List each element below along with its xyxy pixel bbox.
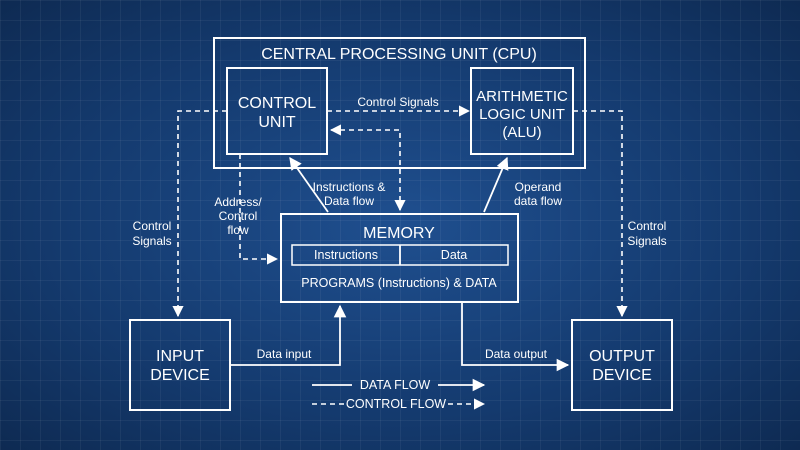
input-device-label-1: INPUT (156, 348, 204, 365)
data-input-arrow (230, 304, 347, 366)
control-signals-top-label: Control Signals (357, 95, 438, 109)
data-output-label: Data output (485, 347, 548, 361)
alu-label-2: LOGIC UNIT (479, 106, 565, 123)
memory-cell-data: Data (441, 248, 467, 262)
memory-box (280, 213, 519, 303)
control-signals-left-label-2: Signals (132, 234, 171, 248)
output-device-label-1: OUTPUT (589, 348, 655, 365)
operand-data-label-2: data flow (514, 194, 562, 208)
input-device-box (129, 319, 231, 411)
address-control-label-3: flow (227, 223, 249, 237)
alu-label-3: (ALU) (502, 124, 541, 141)
cpu-title: CENTRAL PROCESSING UNIT (CPU) (261, 46, 537, 63)
address-control-flow-arrow (239, 154, 279, 265)
operand-data-label-1: Operand (515, 180, 562, 194)
output-device-box (571, 319, 673, 411)
control-signals-right-label-2: Signals (627, 234, 666, 248)
instructions-data-flow-arrow (289, 156, 329, 213)
control-signals-left-label-1: Control (133, 219, 172, 233)
memory-caption: PROGRAMS (Instructions) & DATA (301, 276, 497, 290)
output-device-label-2: DEVICE (592, 367, 652, 384)
input-device-label-2: DEVICE (150, 367, 210, 384)
control-unit-label-1: CONTROL (238, 95, 316, 112)
address-control-label-1: Address/ (214, 195, 262, 209)
memory-cell-instructions: Instructions (314, 248, 378, 262)
legend-data-flow-label: DATA FLOW (360, 378, 431, 392)
control-unit-label-2: UNIT (258, 114, 296, 131)
control-signals-to-input-arrow (172, 110, 227, 318)
address-control-label-2: Control (219, 209, 258, 223)
control-signals-right-label-1: Control (628, 219, 667, 233)
memory-title: MEMORY (363, 225, 435, 242)
cu-memory-control-arrow (329, 124, 406, 212)
instructions-data-label-2: Data flow (324, 194, 374, 208)
alu-label-1: ARITHMETIC (476, 88, 568, 105)
instructions-data-label-1: Instructions & (313, 180, 386, 194)
legend-control-flow-label: CONTROL FLOW (346, 397, 446, 411)
data-output-arrow (461, 302, 570, 372)
control-signals-to-output-arrow (573, 110, 628, 318)
data-input-label: Data input (257, 347, 312, 361)
operand-data-flow-arrow (483, 156, 509, 213)
